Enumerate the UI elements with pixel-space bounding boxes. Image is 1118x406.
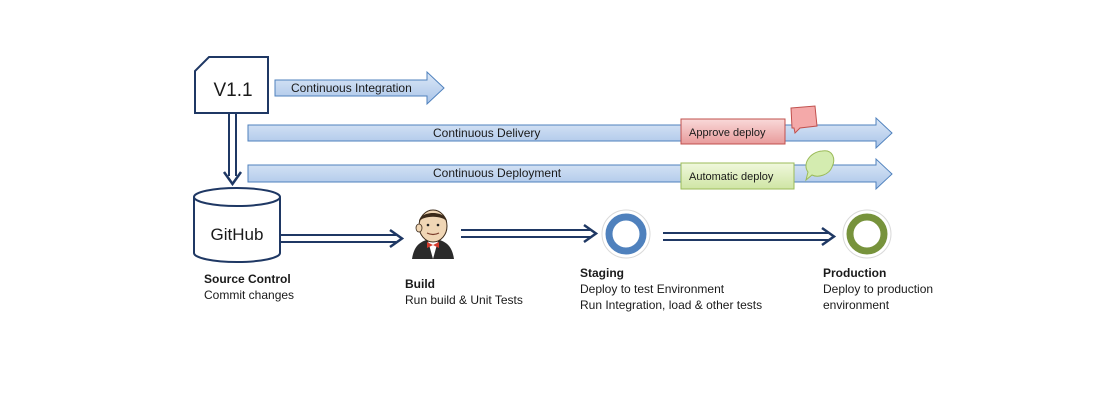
stage-build: Build Run build & Unit Tests: [405, 276, 523, 308]
github-repo-icon: GitHub: [193, 187, 281, 263]
github-label: GitHub: [211, 225, 264, 244]
stage-build-desc: Run build & Unit Tests: [405, 293, 523, 307]
continuous-delivery-label: Continuous Delivery: [433, 126, 540, 140]
jenkins-icon: [404, 209, 461, 259]
build-to-staging-arrow: [461, 223, 599, 244]
stage-source-control: Source Control Commit changes: [204, 271, 294, 303]
stage-source-title: Source Control: [204, 272, 291, 286]
version-tag: V1.1: [194, 56, 269, 114]
stage-staging: Staging Deploy to test Environment Run I…: [580, 265, 762, 313]
stage-staging-desc-1: Deploy to test Environment: [580, 282, 725, 296]
stage-production-desc-1: Deploy to production: [823, 282, 934, 296]
stage-build-title: Build: [405, 277, 435, 291]
continuous-deployment-arrow: Continuous Deployment: [247, 157, 893, 191]
staging-ring-icon: [601, 209, 651, 259]
continuous-deployment-label: Continuous Deployment: [433, 166, 562, 180]
production-ring-icon: [842, 209, 892, 259]
automatic-deploy-gate: Automatic deploy: [680, 162, 795, 190]
staging-to-production-arrow: [663, 226, 837, 247]
automatic-note-icon: [805, 150, 835, 182]
repo-to-build-arrow: [281, 228, 405, 249]
continuous-integration-arrow: Continuous Integration: [274, 70, 445, 106]
continuous-integration-label: Continuous Integration: [291, 81, 412, 95]
stage-source-desc: Commit changes: [204, 288, 295, 302]
approve-deploy-label: Approve deploy: [689, 127, 766, 139]
stage-staging-desc-2: Run Integration, load & other tests: [580, 298, 763, 312]
stage-production-desc-2: environment: [823, 298, 890, 312]
stage-staging-title: Staging: [580, 266, 624, 280]
tag-to-repo-arrow: [222, 113, 243, 187]
version-tag-label: V1.1: [213, 80, 252, 101]
stage-production: Production Deploy to production environm…: [823, 265, 933, 313]
stage-production-title: Production: [823, 266, 887, 280]
automatic-deploy-label: Automatic deploy: [689, 171, 774, 183]
approval-note-icon: [790, 105, 818, 135]
approve-deploy-gate: Approve deploy: [680, 118, 786, 145]
